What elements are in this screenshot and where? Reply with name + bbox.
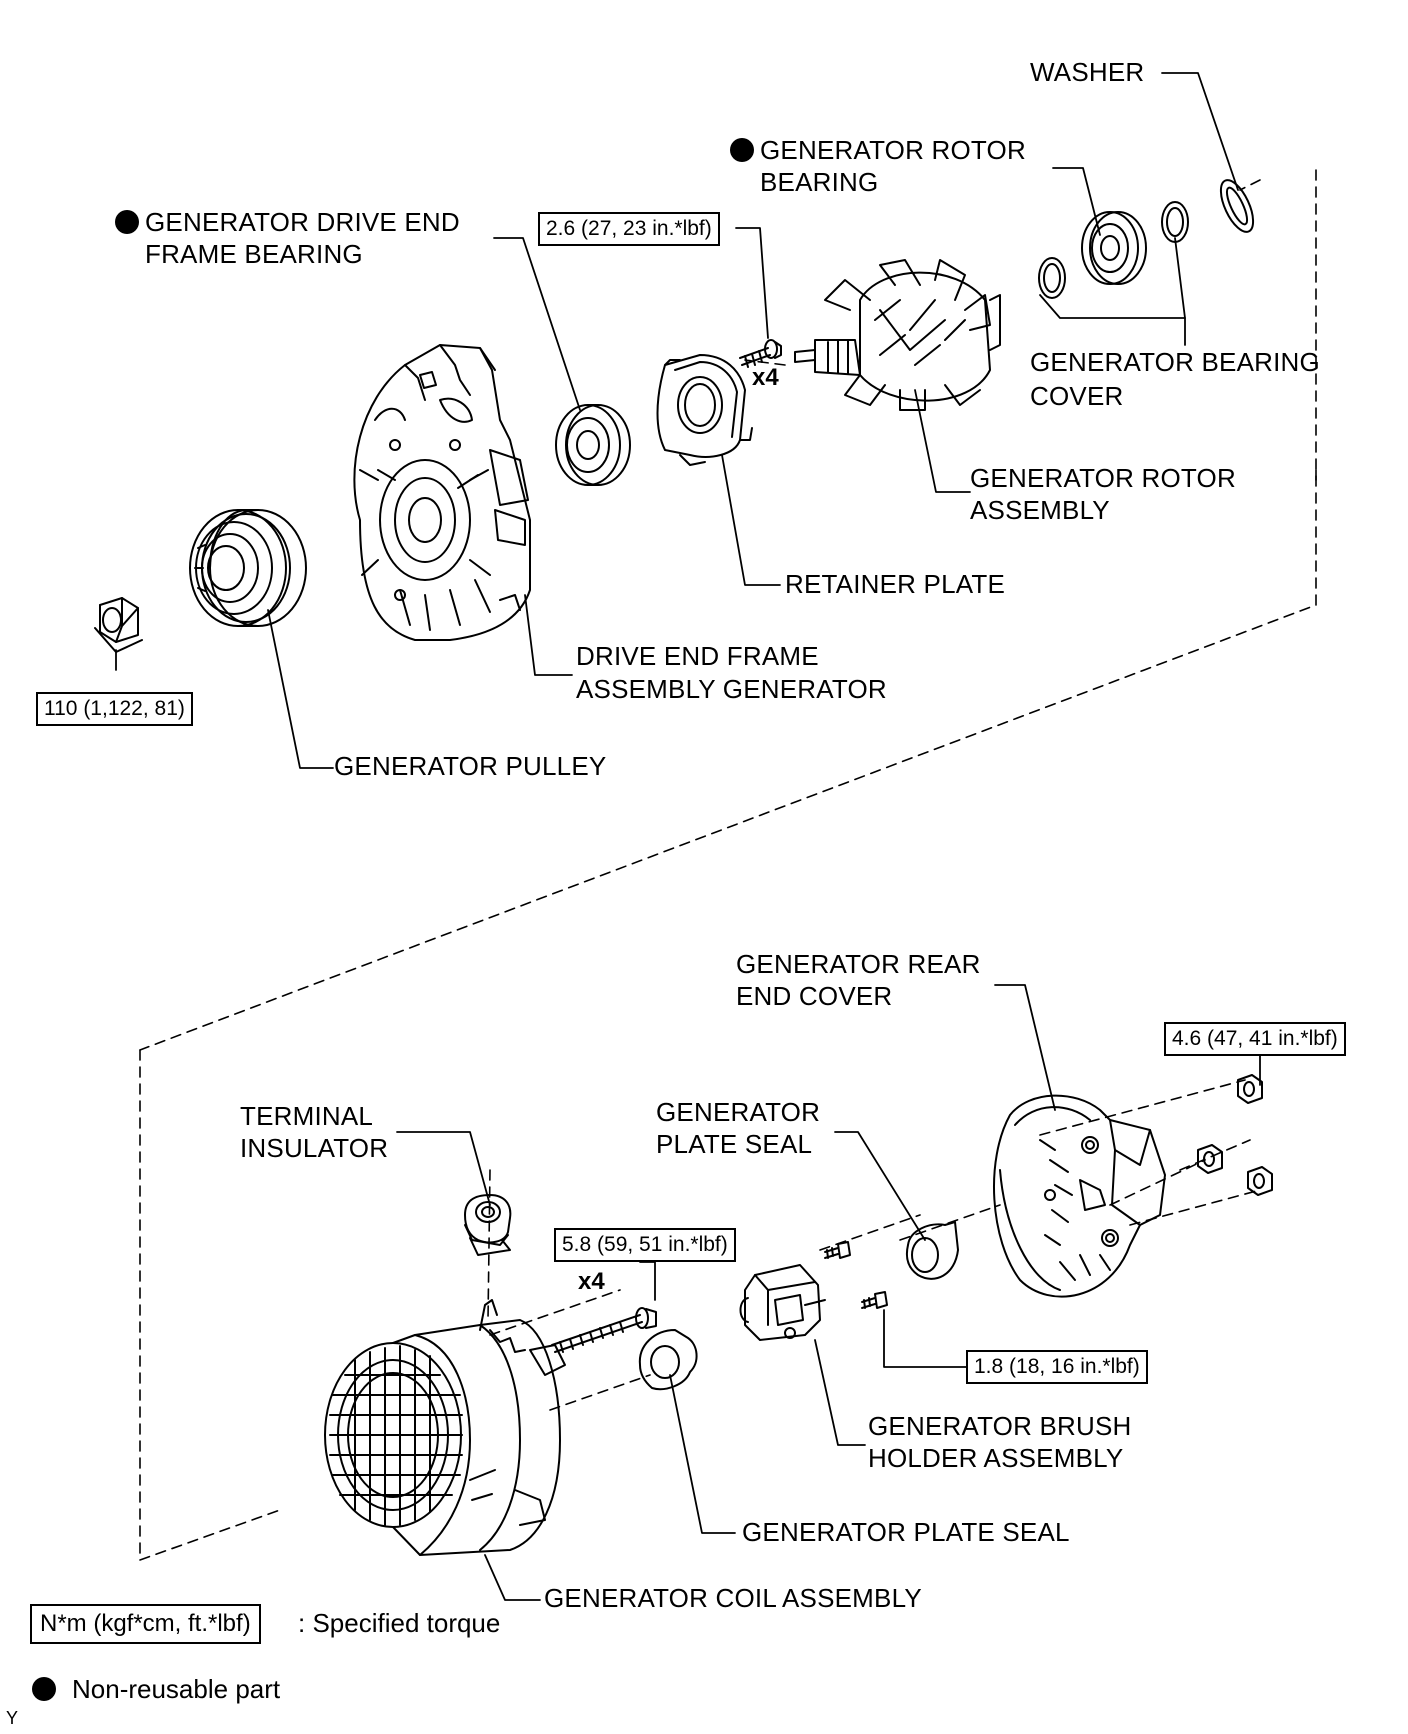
label-washer: WASHER	[1030, 57, 1145, 87]
label-rear-end-cover-line2: END COVER	[736, 981, 893, 1011]
washer-part	[1219, 179, 1255, 233]
label-terminal-insulator-line2: INSULATOR	[240, 1133, 389, 1163]
label-terminal-insulator: TERMINAL	[240, 1101, 374, 1131]
torque-pulley-nut: 110 (1,122, 81)	[36, 692, 193, 726]
non-reusable-dot-icon	[730, 138, 754, 162]
label-rotor-bearing-line2: BEARING	[760, 167, 879, 197]
non-reusable-dot-icon	[115, 210, 139, 234]
label-coil-assembly: GENERATOR COIL ASSEMBLY	[544, 1583, 922, 1613]
figure-code: Y	[6, 1708, 19, 1728]
label-plate-seal-top-line2: PLATE SEAL	[656, 1129, 813, 1159]
rotor-bearing-part	[1081, 211, 1147, 285]
label-rotor-bearing: GENERATOR ROTOR	[730, 134, 1026, 167]
label-rotor-assembly: GENERATOR ROTOR	[970, 463, 1236, 493]
label-rotor-assembly-line2: ASSEMBLY	[970, 495, 1110, 525]
label-drive-end-frame-bearing-line2: FRAME BEARING	[145, 239, 363, 269]
plate-seal-bottom-part	[638, 1329, 698, 1391]
drive-end-frame-part	[353, 344, 531, 641]
leader-lines	[115, 72, 1261, 1601]
drive-end-frame-bearing-part	[555, 404, 631, 486]
rear-cover-nuts-part	[1197, 1074, 1273, 1196]
label-rear-end-cover: GENERATOR REAR	[736, 949, 981, 979]
bearing-cover-part	[1038, 201, 1189, 299]
retainer-plate-part	[656, 354, 753, 466]
torque-coil-bolts: 5.8 (59, 51 in.*lbf)	[554, 1228, 736, 1262]
label-plate-seal-top: GENERATOR	[656, 1097, 821, 1127]
torque-brush-holder-screws: 1.8 (18, 16 in.*lbf)	[966, 1350, 1148, 1384]
label-brush-holder: GENERATOR BRUSH	[868, 1411, 1132, 1441]
non-reusable-dot-icon	[32, 1677, 56, 1701]
brush-holder-part	[739, 1264, 826, 1341]
label-bearing-cover-line2: COVER	[1030, 381, 1124, 411]
label-drive-end-frame-bearing: GENERATOR DRIVE END	[115, 206, 460, 239]
pulley-nut-part	[94, 597, 143, 653]
label-plate-seal-bottom: GENERATOR PLATE SEAL	[742, 1517, 1070, 1547]
retainer-bolts-part	[739, 339, 782, 368]
coil-assembly-part	[324, 1299, 566, 1556]
terminal-insulator-part	[464, 1194, 512, 1256]
label-brush-holder-line2: HOLDER ASSEMBLY	[868, 1443, 1124, 1473]
label-bearing-cover: GENERATOR BEARING	[1030, 347, 1320, 377]
pulley-part	[189, 509, 307, 627]
legend-non-reusable: Non-reusable part	[32, 1674, 280, 1705]
rear-end-cover-part	[992, 1094, 1166, 1298]
plate-seal-top-part	[905, 1221, 959, 1280]
torque-rear-cover-nuts: 4.6 (47, 41 in.*lbf)	[1164, 1022, 1346, 1056]
qty-coil-bolts: x4	[578, 1268, 605, 1295]
rotor-assembly-part	[794, 259, 1001, 411]
legend-torque-desc: : Specified torque	[298, 1608, 501, 1638]
qty-retainer-bolts: x4	[752, 364, 779, 391]
coil-bolts-part	[551, 1307, 657, 1353]
brush-holder-screws-part	[824, 1241, 888, 1309]
label-pulley: GENERATOR PULLEY	[334, 751, 607, 781]
label-drive-end-frame-line2: ASSEMBLY GENERATOR	[576, 674, 887, 704]
label-drive-end-frame: DRIVE END FRAME	[576, 641, 819, 671]
torque-retainer-bolts: 2.6 (27, 23 in.*lbf)	[538, 212, 720, 246]
legend-torque-box: N*m (kgf*cm, ft.*lbf)	[30, 1604, 261, 1644]
label-retainer-plate: RETAINER PLATE	[785, 569, 1005, 599]
